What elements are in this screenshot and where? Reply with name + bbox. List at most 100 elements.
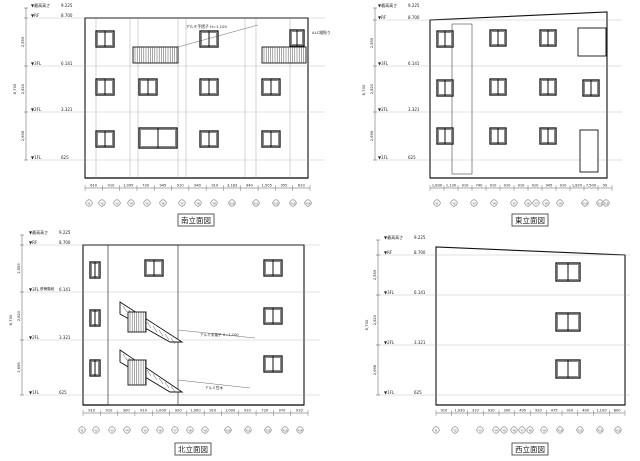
level-value: 9.225: [59, 230, 71, 235]
stair-tread: [122, 353, 128, 361]
grid-bubble-label: Y13: [283, 428, 288, 432]
leader-line: [177, 24, 259, 48]
level-value: 6.141: [61, 61, 73, 66]
stair-tread: [164, 381, 170, 389]
stair-projection: [451, 23, 473, 175]
level-value: 8.700: [414, 250, 426, 255]
grid-bubble-label: Y9: [212, 201, 216, 205]
dimension-value: 970: [279, 409, 287, 413]
grid-bubble-label: Y1: [80, 428, 84, 432]
dimension-value: 1,820: [572, 184, 583, 188]
drawing-title-box: [511, 213, 549, 227]
grid-bubble: [143, 199, 151, 207]
grid-bubble: [78, 426, 86, 434]
grid-bubble-label: Y14: [306, 201, 311, 205]
height-dimension: 2,559: [17, 263, 21, 274]
grid-bubble-label: Y11: [578, 428, 583, 432]
grid-bubble-label: Y11: [246, 428, 251, 432]
grid-bubble: [210, 199, 218, 207]
window: [555, 359, 581, 379]
grid-bubble: [304, 199, 312, 207]
drawing-title: 東立面図: [515, 215, 545, 225]
grid-bubble: [159, 199, 167, 207]
grid-bubble-label: Y10: [583, 201, 588, 205]
stair-tread: [170, 337, 176, 345]
stair-tread: [146, 369, 152, 377]
level-mark: ▼3FL: [29, 287, 40, 292]
grid-bubble: [224, 426, 232, 434]
building-outline: [435, 246, 626, 406]
grid-bubble-label: Y2: [100, 201, 104, 205]
balcony-railing: [261, 46, 307, 64]
grid-bubble-label: Y8: [528, 428, 532, 432]
dimension-value: 910: [490, 184, 498, 188]
window: [263, 355, 283, 373]
dimension-value: 475: [551, 409, 558, 413]
dimension-value: 300: [503, 409, 511, 413]
level-value: 9.225: [61, 3, 73, 8]
grid-bubble-label: Y8: [188, 428, 192, 432]
grid-bubble: [490, 199, 498, 207]
grid-bubble-label: Y1: [435, 201, 439, 205]
grid-bubble-label: Y7: [180, 201, 184, 205]
grid-bubble: [228, 199, 236, 207]
window: [489, 29, 507, 47]
drawing-title: 南立面図: [181, 215, 211, 225]
level-value: 6.141: [414, 290, 426, 295]
grid-bubble: [510, 426, 518, 434]
dimension-value: 1,505: [262, 184, 272, 188]
dimension-value: 940: [194, 184, 202, 188]
dimension-value: 1,100: [596, 409, 607, 413]
grid-bubble: [614, 426, 622, 434]
grid-bubble: [171, 426, 179, 434]
grid-bubble-label: Y7: [173, 428, 177, 432]
stair-tread: [170, 385, 176, 393]
level-mark: ▼2FL: [31, 107, 42, 112]
stair-tread: [164, 333, 170, 341]
window: [582, 79, 600, 97]
grid-bubble: [532, 199, 540, 207]
grid-bubble-label: Y9: [542, 428, 546, 432]
dimension-value: 800: [614, 409, 622, 413]
railing-frame: [127, 311, 147, 333]
dimension-value: 300: [123, 409, 131, 413]
grid-bubble: [141, 426, 149, 434]
grid-bubble-label: Y12: [604, 201, 609, 205]
window: [436, 79, 454, 97]
grid-bubble: [602, 199, 610, 207]
window: [199, 130, 219, 148]
grid-bubble: [576, 426, 584, 434]
grid-bubble: [289, 199, 297, 207]
level-mark: ▼3FL: [384, 290, 395, 295]
height-dimension: 2,696: [21, 130, 25, 141]
height-dimension: 2,559: [373, 269, 377, 280]
grid-bubble-label: Y11: [254, 201, 259, 205]
dimension-value: 910: [209, 409, 217, 413]
window: [263, 259, 283, 277]
level-mark: ▼1FL: [31, 155, 42, 160]
level-mark: ▼3FL: [31, 61, 42, 66]
level-mark: ▼3FL: [378, 61, 389, 66]
grid-bubble: [451, 426, 459, 434]
dimension-value: 910: [560, 184, 568, 188]
grid-bubble-label: Y4: [129, 201, 133, 205]
dimension-value: 1,030: [454, 409, 465, 413]
window: [95, 78, 115, 96]
grid-bubble-label: Y13: [616, 428, 621, 432]
balcony-door: [577, 27, 607, 57]
dimension-value: 310: [472, 409, 480, 413]
grid-bubble-label: Y12: [274, 201, 279, 205]
grid-bubble-label: Y7: [520, 428, 524, 432]
window: [289, 29, 305, 47]
stair-tread: [158, 377, 164, 385]
dimension-value: 1,000: [225, 409, 236, 413]
height-dimension: 2,559: [21, 36, 25, 47]
height-dimension: 2,820: [370, 83, 374, 94]
dimension-value: 910: [108, 184, 116, 188]
grid-bubble-label: Y3: [472, 201, 476, 205]
grid-bubble-label: Y9: [558, 201, 562, 205]
grid-bubble-label: Y8: [196, 201, 200, 205]
window: [199, 30, 219, 48]
grid-bubble: [556, 199, 564, 207]
